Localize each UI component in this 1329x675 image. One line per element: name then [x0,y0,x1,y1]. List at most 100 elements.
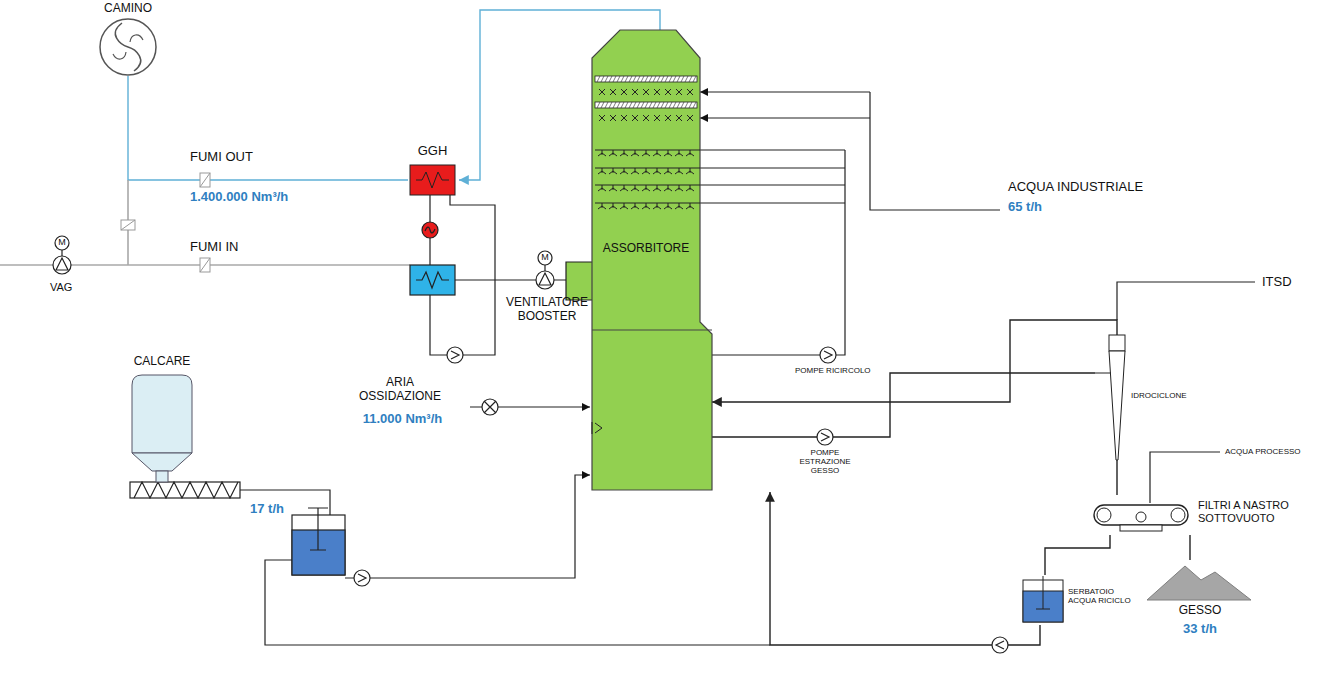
oxidation-air-line [484,401,496,413]
absorber-tower [598,185,606,191]
node-text: GGH [408,144,457,159]
node-text: GESSO [1145,604,1255,618]
absorber-tower [629,102,632,108]
vag-fan [55,236,69,250]
absorber-tower [676,115,682,121]
damper [200,258,210,272]
gas-heater-box [410,165,455,195]
oxidation-air-line [470,399,590,415]
gypsum-pile [1147,566,1251,600]
absorber-tower [620,150,628,156]
motor-symbol-letter: M [539,252,551,262]
absorber-tower [676,89,682,95]
absorber-tower [601,102,604,108]
flow-label: FUMI IN [190,240,238,255]
gas-heater-box [410,165,455,195]
damper [200,173,210,187]
absorber-tower [675,203,683,209]
ggh-loop [447,347,463,363]
gypsum-pile: GESSO 33 t/h [1145,560,1257,642]
absorber-tower [643,115,649,121]
limestone-silo [132,375,192,453]
damper [121,220,135,230]
process-water-line [700,117,870,118]
flow-label: ACQUA PROCESSO [1225,447,1301,456]
absorber-tower [686,150,694,156]
absorber-tower [631,185,639,191]
pump-label: POMPE RICIRCOLO [795,366,871,375]
absorber-tower [681,102,684,108]
node-text: 33 t/h [1145,622,1255,637]
absorber-tower [657,76,660,82]
flow-value: 65 t/h [1008,200,1042,215]
absorber-tower [598,203,606,209]
absorber-tower [610,115,616,121]
absorber-tower [595,150,700,151]
absorber-tower [595,185,700,186]
limestone-silo [132,453,192,471]
heat-exchanger [410,265,455,295]
node-text: FILTRI A NASTRO SOTTOVUOTO [1198,499,1308,524]
process-water-line [700,92,1000,210]
absorber-tower [654,115,660,121]
absorber-tower [661,76,664,82]
absorber-tower [590,30,712,492]
absorber-tower [664,185,672,191]
ggh-loop [451,351,459,359]
absorber-tower [665,115,671,121]
absorber-tower [641,102,644,108]
heat-exchanger [416,272,449,288]
absorber-tower [595,203,700,204]
absorber-tower [665,89,671,95]
absorber-tower [653,76,656,82]
limestone-line [265,560,770,645]
gas-heater-box [416,172,449,188]
pipe-connector [1116,460,1117,495]
absorber-tower [686,168,694,174]
damper [200,258,210,272]
absorber-tower [654,89,660,95]
absorber-tower [592,30,712,490]
recirculation-line [700,150,845,203]
booster-fan [539,273,551,285]
hydrocyclone-symbol: IDROCICLONE [1095,335,1201,460]
pipe-connector [1045,535,1110,575]
absorber-tower [625,102,628,108]
node-text: SERBATOIO ACQUA RICICLO [1068,587,1140,605]
gas-heater-box: GGH [408,140,459,197]
absorber-tower [653,185,661,191]
absorber-tower: ASSORBITORE [590,30,712,492]
flow-value: 1.400.000 Nm³/h [190,190,288,205]
pump [996,641,1004,649]
chimney-symbol [100,19,156,75]
absorber-tower [610,89,616,95]
absorber-tower [669,102,672,108]
limestone-silo [132,375,192,482]
absorber-tower [595,76,697,82]
hydrocyclone-symbol [1095,335,1125,460]
limestone-line [354,570,370,586]
absorber-tower [642,185,650,191]
absorber-tower [632,89,638,95]
absorber-tower [673,76,676,82]
absorber-tower [669,76,672,82]
absorber-tower [689,102,692,108]
absorber-tower [631,203,639,209]
belt-filter-symbol: FILTRI A NASTRO SOTTOVUOTO [1090,495,1310,535]
absorber-tower [664,168,672,174]
recirculation-line [824,351,832,359]
flow-label: FUMI OUT [190,150,253,165]
absorber-tower [632,115,638,121]
absorber-tower [642,150,650,156]
absorber-tower [617,102,620,108]
belt-filter-symbol [1094,505,1188,525]
outlet-label: ITSD [1262,275,1292,290]
limestone-line [345,475,590,578]
absorber-tower [599,115,605,121]
damper [200,173,210,187]
absorber-tower [599,89,605,95]
absorber-tower [677,76,680,82]
absorber-tower [609,150,617,156]
ggh-loop [450,195,495,355]
absorber-tower [687,89,693,95]
